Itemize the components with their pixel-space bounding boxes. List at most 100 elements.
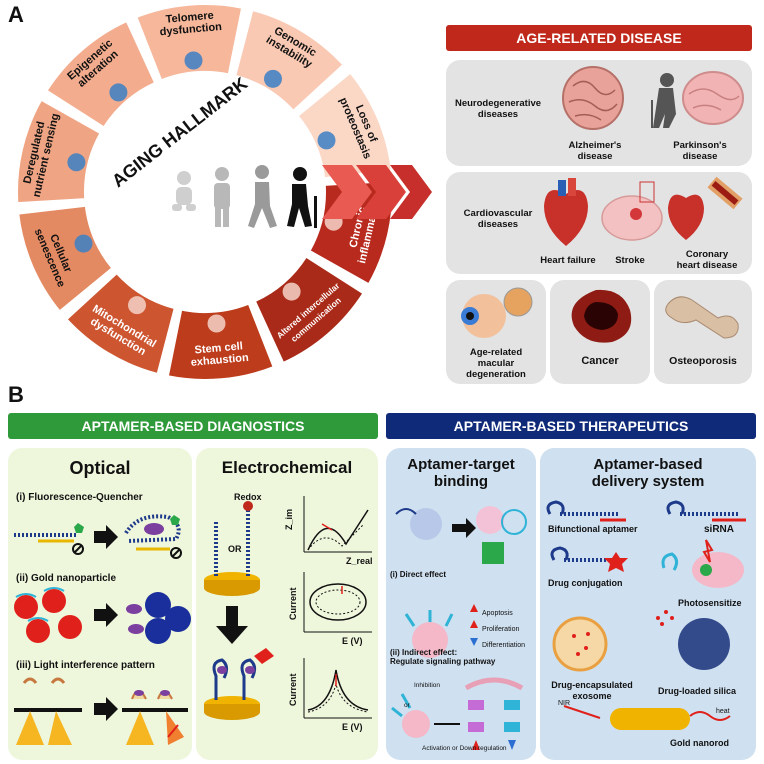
arrow-down-icon	[216, 606, 248, 644]
hallmark-segment	[17, 204, 114, 313]
heart-icon	[544, 178, 588, 246]
hallmark-icon	[128, 296, 147, 315]
therapeutics-banner: APTAMER-BASED THERAPEUTICS	[386, 413, 756, 439]
baby-icon	[172, 171, 196, 211]
regulation-label: Activation or Down regulation	[422, 745, 507, 752]
optical-title: Optical	[69, 458, 131, 478]
nyquist-plot	[303, 496, 372, 553]
or-label: OR	[228, 544, 242, 554]
aptamer-target-complex-icon	[124, 514, 182, 559]
indirect-effect-label: (ii) Indirect effect:Regulate signaling …	[390, 648, 496, 666]
direct-effect-cell-icon	[404, 610, 454, 658]
hallmark-segment	[253, 255, 365, 365]
diagnostics-banner: APTAMER-BASED DIAGNOSTICS	[8, 413, 378, 439]
effect-arrows	[470, 604, 478, 646]
heart-failure-label: Heart failure	[540, 255, 596, 266]
svg-text:Z_im: Z_im	[284, 509, 294, 530]
direct-effect-label: (i) Direct effect	[390, 570, 447, 579]
hallmark-icon	[282, 282, 301, 301]
hallmark-segment	[234, 8, 345, 113]
panel-letter-a: A	[8, 2, 24, 27]
cell-target-icon	[395, 506, 527, 564]
bifunctional-aptamer-icon	[546, 500, 626, 522]
signaling-pathway-icon	[464, 677, 524, 750]
effect-proliferation: Proliferation	[482, 626, 520, 633]
chevron-arrows-icon	[322, 165, 432, 219]
inhibition-label: Inhibition	[414, 682, 441, 689]
or-small-label: or	[404, 702, 410, 709]
hallmark-icon	[317, 131, 336, 150]
drug-conjugation-icon	[550, 546, 628, 572]
hallmark-segment	[166, 302, 275, 380]
light-interference-after-icon	[122, 690, 188, 745]
light-interference-before-icon	[14, 677, 82, 745]
svg-text:Z_real: Z_real	[346, 556, 373, 566]
gold-nanoparticles-blue-icon	[126, 592, 191, 644]
brain-illustrations	[562, 66, 744, 130]
hallmark-segment	[16, 98, 102, 205]
hallmark-label: Telomeredysfunction	[158, 9, 222, 38]
arrow-right-icon	[94, 603, 118, 627]
electrode-bound-icon	[204, 648, 274, 720]
brain-stroke-icon	[601, 181, 663, 241]
eye-icon	[461, 287, 533, 338]
disease-banner: AGE-RELATED DISEASE	[446, 25, 752, 51]
drug-conjugation-label: Drug conjugation	[548, 578, 623, 588]
hallmark-label: Stem cellexhaustion	[189, 340, 249, 369]
delivery-illustrations	[546, 500, 746, 730]
heat-label: heat	[716, 708, 730, 715]
hallmark-icon	[109, 83, 128, 102]
cancer-tumor-icon	[571, 289, 632, 343]
hallmark-icon	[207, 314, 226, 333]
optical-step-2: (ii) Gold nanoparticle	[16, 573, 117, 584]
indirect-cell-icon	[391, 693, 460, 738]
cv-plot	[303, 572, 372, 633]
silica-nanoparticle-icon	[656, 610, 730, 670]
svg-text:Current: Current	[288, 587, 298, 620]
bone-icon	[665, 296, 739, 339]
arrow-right-icon	[94, 697, 118, 721]
effects-list: Apoptosis Proliferation Differentiation	[482, 606, 525, 654]
sirna-icon	[666, 500, 746, 522]
cancer-label: Cancer	[581, 355, 619, 367]
optical-illustrations	[14, 514, 191, 745]
svg-text:E (V): E (V)	[342, 722, 363, 732]
dpv-plot	[303, 658, 372, 719]
child-icon	[214, 167, 230, 227]
elderly-man-icon	[651, 73, 676, 128]
sirna-label: siRNA	[704, 524, 735, 535]
electrode-icon	[204, 501, 260, 596]
nanorod-label: Gold nanorod	[670, 738, 729, 748]
hallmark-segment	[135, 3, 244, 82]
nir-label: NIR	[558, 700, 571, 707]
arrow-right-icon	[94, 525, 118, 549]
bottom-disease-illustrations	[461, 287, 739, 343]
hallmark-segment	[45, 19, 157, 129]
hallmark-icon	[263, 69, 282, 88]
binding-illustrations	[391, 506, 527, 750]
hallmark-icon	[67, 153, 86, 172]
exosome-icon	[552, 616, 608, 672]
hallmark-icon	[74, 234, 93, 253]
redox-label: Redox	[234, 492, 262, 502]
elderly-icon	[287, 167, 317, 228]
gold-nanorod-icon	[563, 705, 731, 730]
electrochemical-title: Electrochemical	[221, 458, 353, 477]
effect-differentiation: Differentiation	[482, 642, 526, 649]
cardio-illustrations	[544, 176, 743, 246]
photosensitize-label: Photosensitize	[678, 598, 742, 608]
electrochemical-illustrations: OR Redox Z_im Z_real Current E (V) Curre…	[204, 492, 373, 732]
hallmark-icon	[184, 51, 203, 70]
photosensitizer-icon	[661, 539, 744, 588]
hallmark-segment	[296, 71, 393, 180]
osteoporosis-label: Osteoporosis	[669, 355, 737, 367]
coronary-heart-icon	[668, 176, 743, 240]
bifunctional-label: Bifunctional aptamer	[548, 524, 638, 534]
